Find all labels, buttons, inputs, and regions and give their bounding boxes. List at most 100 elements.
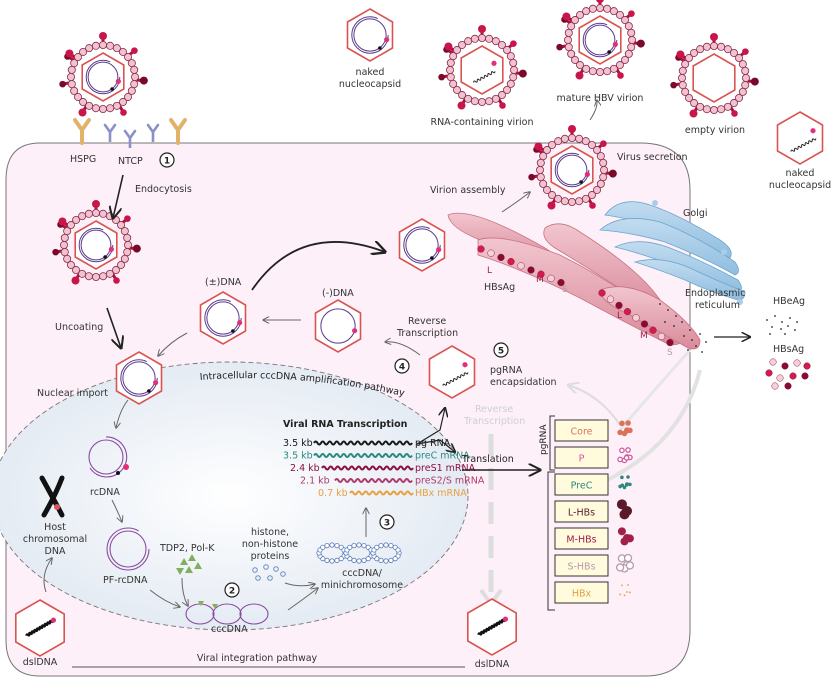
transcript-size: 3.5 kb <box>283 451 313 462</box>
reverse-transcription-label-2: Transcription <box>396 328 458 339</box>
nucleosome <box>388 543 394 549</box>
faint-reverse-label-1: Reverse <box>475 404 513 415</box>
hbeag-dot <box>687 349 689 351</box>
hbeag-dot <box>695 345 697 347</box>
empty-virion-capsid <box>692 53 736 103</box>
endocytosed-virion <box>52 200 141 285</box>
protein-particle <box>628 482 632 487</box>
hspg-label: HSPG <box>70 154 96 165</box>
secreted-virion <box>528 125 617 210</box>
naked-nucleocapsid-right-label-2: nucleocapsid <box>769 180 831 191</box>
hbsag-bead <box>547 274 555 283</box>
cccdna-label: cccDNA <box>211 624 248 635</box>
protein-particle <box>619 509 630 520</box>
transcript-name: pg RNA <box>415 438 451 449</box>
hbsag-bead <box>477 245 485 253</box>
step-4-badge: 4 <box>394 358 410 374</box>
faint-arrow-to-encapsidation <box>568 385 621 426</box>
host-chromosome <box>39 475 65 518</box>
minus-dna-label: (-)DNA <box>322 288 354 299</box>
faint-reverse-label-2: Transcription <box>463 416 525 427</box>
hbsag-bead <box>517 262 525 270</box>
empty-virion <box>670 33 759 118</box>
transcript-wave <box>321 465 414 471</box>
er-S-label-2: S <box>667 348 673 358</box>
nucleosome <box>347 544 353 550</box>
protein-list-bracket <box>547 471 555 611</box>
hbsag-bead <box>537 270 545 278</box>
dsldna-capsid-left <box>15 599 65 657</box>
protein-particle <box>624 483 629 487</box>
transcript-name: preS1 mRNA <box>415 463 476 474</box>
svg-text:2: 2 <box>229 587 235 597</box>
protein-particle <box>619 420 625 427</box>
nuclear-import-label: Nuclear import <box>37 388 108 399</box>
pf-rcdna-label: PF-rcDNA <box>103 575 148 586</box>
histone-label-3: proteins <box>251 551 290 562</box>
hbeag-dot <box>675 315 677 317</box>
hbeag-dot <box>689 329 691 331</box>
ntcp-receptor <box>123 129 137 148</box>
er-label-2: reticulum <box>695 300 740 311</box>
hbeag-dots <box>659 303 707 353</box>
hbsag-particle <box>803 362 811 370</box>
hbsag-particle <box>801 372 809 380</box>
transcript-wave <box>349 490 414 496</box>
mature-virion-label: mature HBV virion <box>557 93 644 104</box>
naked-nucleocapsid-top-label-2: nucleocapsid <box>339 79 401 90</box>
hbsag-bead <box>497 253 505 262</box>
transcript-name: HBx mRNA <box>415 488 467 499</box>
nucleosome <box>356 558 362 564</box>
protein-name: PreC <box>571 481 593 492</box>
protein-box <box>554 554 609 577</box>
rcdna-circle <box>88 436 129 478</box>
endoplasmic-reticulum <box>447 212 701 350</box>
transcript-wave <box>313 453 413 458</box>
pgrna-bracket <box>549 415 555 471</box>
pgrna-to-translation-arrow <box>416 439 455 452</box>
viral-rna-transcription-label: Viral RNA Transcription <box>283 419 408 430</box>
protein-particle <box>615 563 625 572</box>
endocytosed-virion-capsid <box>74 220 118 270</box>
naked-nucleocapsid-right <box>776 111 824 165</box>
er-label-1: Endoplasmic <box>685 288 745 299</box>
nucleosome <box>383 542 389 548</box>
protein-particle <box>623 454 630 461</box>
transcript-size: 2.4 kb <box>290 463 320 474</box>
protein-item: M-HBs <box>554 527 634 550</box>
endocytosis-label: Endocytosis <box>135 184 192 195</box>
nucleosome <box>378 543 384 549</box>
hbsag-particle <box>776 374 784 382</box>
protein-particle <box>616 499 627 510</box>
recycling-arrow <box>158 332 188 356</box>
protein-box <box>554 581 609 604</box>
mature-hbv-virion <box>556 0 645 80</box>
hbsag-particle <box>765 369 773 377</box>
rt-arrow <box>385 342 421 356</box>
hbeag-particle <box>771 326 773 328</box>
nucleosome <box>351 543 357 549</box>
empty-virion-label: empty virion <box>685 125 745 136</box>
hbsag-bead <box>640 320 649 328</box>
nucleosome <box>351 557 357 563</box>
hbsag-bead <box>507 257 515 266</box>
hbeag-particle <box>784 333 786 335</box>
step-5-badge: 5 <box>493 342 509 358</box>
er-L-label-1: L <box>487 266 492 276</box>
transcript-row: 3.5 kb pg RNA <box>283 438 451 449</box>
hbeag-particle <box>781 321 783 323</box>
protein-particle <box>620 483 625 488</box>
rcdna-to-pf-arrow <box>111 499 122 522</box>
protein-name: P <box>579 454 585 465</box>
hbeag-dot <box>705 341 707 343</box>
hspg-receptor-right <box>169 118 187 145</box>
protein-box <box>554 527 609 550</box>
transcript-size: 3.5 kb <box>283 438 313 449</box>
tdp2-label: TDP2, Pol-K <box>159 543 215 554</box>
import-to-rcdna-arrow <box>116 399 129 428</box>
pgrna-encapsidation-label-2: encapsidation <box>490 377 557 388</box>
pf-to-cccdna-arrow <box>149 589 180 607</box>
protein-item: HBx <box>554 581 631 604</box>
svg-text:4: 4 <box>399 363 405 373</box>
